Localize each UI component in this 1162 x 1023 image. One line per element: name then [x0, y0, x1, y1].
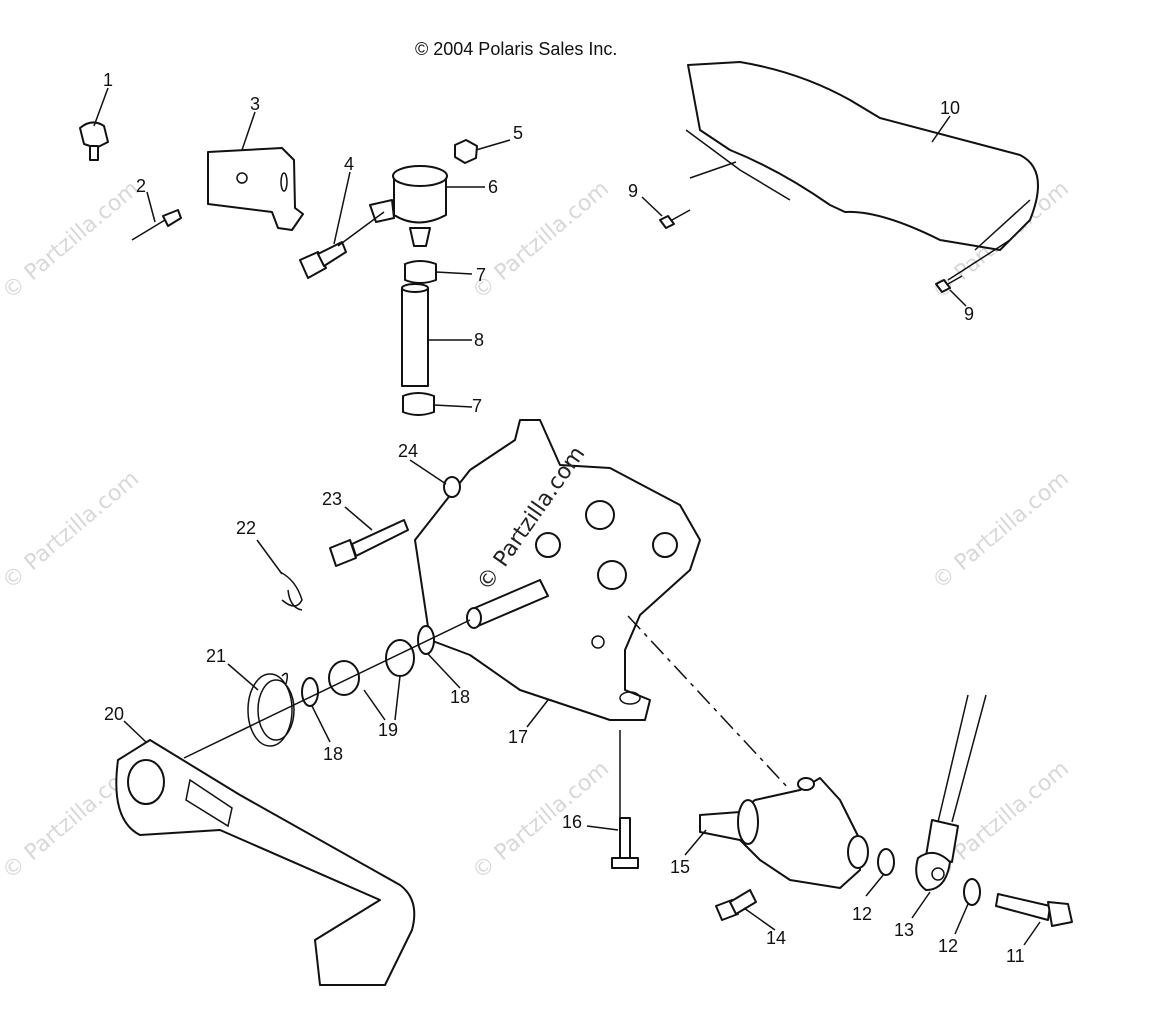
leader-lines [93, 87, 1041, 946]
part-4-bolt [299, 241, 347, 279]
callout-7-upper: 7 [476, 265, 486, 285]
callout-8: 8 [474, 330, 484, 350]
callout-1: 1 [103, 70, 113, 90]
callout-22: 22 [236, 518, 256, 538]
part-9-screw-lower [935, 275, 963, 293]
part-5-nut [454, 139, 478, 164]
callout-17: 17 [508, 727, 528, 747]
callout-10: 10 [940, 98, 960, 118]
callout-11: 11 [1006, 946, 1025, 966]
part-12-washer-b [963, 878, 981, 906]
part-21-spring [247, 672, 295, 747]
callout-2: 2 [136, 176, 146, 196]
copyright-notice: © 2004 Polaris Sales Inc. [415, 39, 617, 59]
part-7-clamp-lower [402, 392, 435, 416]
watermark: © Partzilla.com [0, 466, 144, 594]
part-11-bolt [995, 893, 1073, 927]
callout-23: 23 [322, 489, 342, 509]
callout-16: 16 [562, 812, 582, 832]
callout-18-right: 18 [450, 687, 470, 707]
part-2-rivet [131, 209, 182, 241]
part-24-washer [443, 476, 461, 498]
part-16-bolt [611, 817, 639, 869]
callout-9-lower: 9 [964, 304, 974, 324]
callout-20: 20 [104, 704, 124, 724]
callout-18-left: 18 [323, 744, 343, 764]
part-18-washer-b [301, 677, 319, 707]
part-14-bolt [715, 889, 757, 921]
part-22-pin [279, 571, 303, 611]
part-9-screw-upper [659, 209, 691, 229]
callout-15: 15 [670, 857, 690, 877]
part-18-washer-a [417, 625, 435, 655]
part-20-pedal [115, 739, 416, 986]
part-3-bracket [207, 147, 304, 231]
callout-4: 4 [344, 154, 354, 174]
callout-14: 14 [766, 928, 786, 948]
part-7-clamp-upper [404, 260, 437, 284]
callout-7-lower: 7 [472, 396, 482, 416]
part-10-cover [685, 61, 1039, 251]
part-19-bushing [328, 579, 549, 696]
watermark: © Partzilla.com [928, 466, 1074, 594]
callout-9-upper: 9 [628, 181, 638, 201]
callout-19: 19 [378, 720, 398, 740]
assembly-lines [183, 161, 1011, 818]
callout-24: 24 [398, 441, 418, 461]
part-23-bolt [329, 519, 409, 567]
callout-5: 5 [513, 123, 523, 143]
callout-21: 21 [206, 646, 226, 666]
callout-13: 13 [894, 920, 914, 940]
callout-6: 6 [488, 177, 498, 197]
part-17-bracket [414, 419, 701, 721]
part-15-master-cylinder [699, 777, 869, 889]
part-6-reservoir [369, 165, 448, 247]
callout-12-left: 12 [852, 904, 872, 924]
watermark: © Partzilla.com [0, 176, 144, 304]
watermark: © Partzilla.com [468, 756, 614, 884]
part-13-rod-end [915, 694, 987, 891]
callout-3: 3 [250, 94, 260, 114]
callout-labels: 1 2 3 4 5 6 7 7 8 9 9 10 11 12 12 13 14 … [103, 70, 1025, 966]
part-1-clip [79, 121, 109, 161]
part-8-hose [401, 283, 429, 387]
part-12-washer-a [877, 848, 895, 876]
callout-12-right: 12 [938, 936, 958, 956]
